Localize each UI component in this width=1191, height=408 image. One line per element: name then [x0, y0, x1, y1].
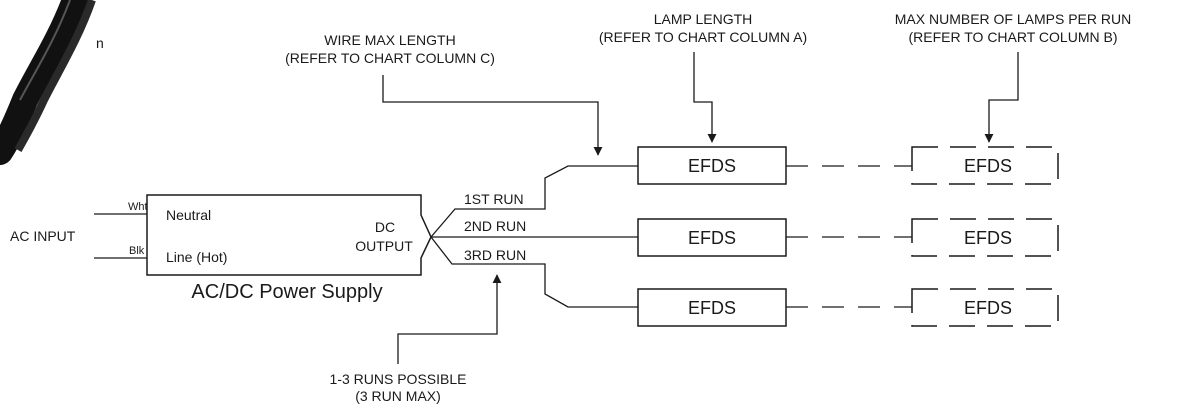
- lamp-length-leader-arrow: [693, 52, 717, 143]
- max-lamps-leader-arrow: [984, 52, 1019, 143]
- run-1-label: 1ST RUN: [464, 191, 524, 207]
- lamp-label-3: EFDS: [688, 298, 736, 318]
- lamp-box-1: [637, 146, 787, 185]
- line-hot-label: Line (Hot): [166, 249, 227, 265]
- lamp-length-label-1: LAMP LENGTH: [654, 11, 753, 27]
- optional-lamp-label-3: EFDS: [964, 298, 1012, 318]
- neutral-label: Neutral: [166, 207, 211, 223]
- lamp-length-label-2: (REFER TO CHART COLUMN A): [599, 29, 807, 45]
- dc-label: DC: [375, 219, 395, 235]
- power-supply-title: AC/DC Power Supply: [191, 281, 382, 303]
- max-lamps-label-2: (REFER TO CHART COLUMN B): [909, 29, 1118, 45]
- wire-wht-label: Wht: [128, 201, 148, 213]
- optional-lamp-box-2: [911, 218, 1059, 257]
- wire-max-label-1: WIRE MAX LENGTH: [324, 32, 455, 48]
- ac-input-label: AC INPUT: [10, 228, 76, 244]
- run-1-wire: [430, 165, 638, 238]
- runs-possible-leader-arrow: [397, 274, 502, 364]
- lamp-label-1: EFDS: [688, 156, 736, 176]
- optional-lamp-box-1: [911, 146, 1059, 185]
- max-lamps-label-1: MAX NUMBER OF LAMPS PER RUN: [895, 11, 1131, 27]
- lamp-label-2: EFDS: [688, 228, 736, 248]
- run-3-label: 3RD RUN: [464, 247, 526, 263]
- lamp-box-3: [637, 288, 787, 327]
- runs-possible-label-2: (3 RUN MAX): [355, 388, 441, 404]
- run-3-wire: [430, 236, 638, 308]
- optional-lamp-box-3: [911, 288, 1059, 327]
- power-supply-box: [146, 194, 432, 276]
- wire-max-label-2: (REFER TO CHART COLUMN C): [285, 50, 495, 66]
- run-2-label: 2ND RUN: [464, 218, 526, 234]
- runs-possible-label-1: 1-3 RUNS POSSIBLE: [330, 371, 467, 387]
- partial-text: n: [96, 35, 104, 51]
- optional-lamp-label-1: EFDS: [964, 156, 1012, 176]
- wire-max-leader-arrow: [382, 75, 603, 156]
- output-label: OUTPUT: [355, 238, 413, 254]
- cable-image: [0, 0, 96, 165]
- wire-blk-label: Blk: [129, 245, 145, 257]
- optional-lamp-label-2: EFDS: [964, 228, 1012, 248]
